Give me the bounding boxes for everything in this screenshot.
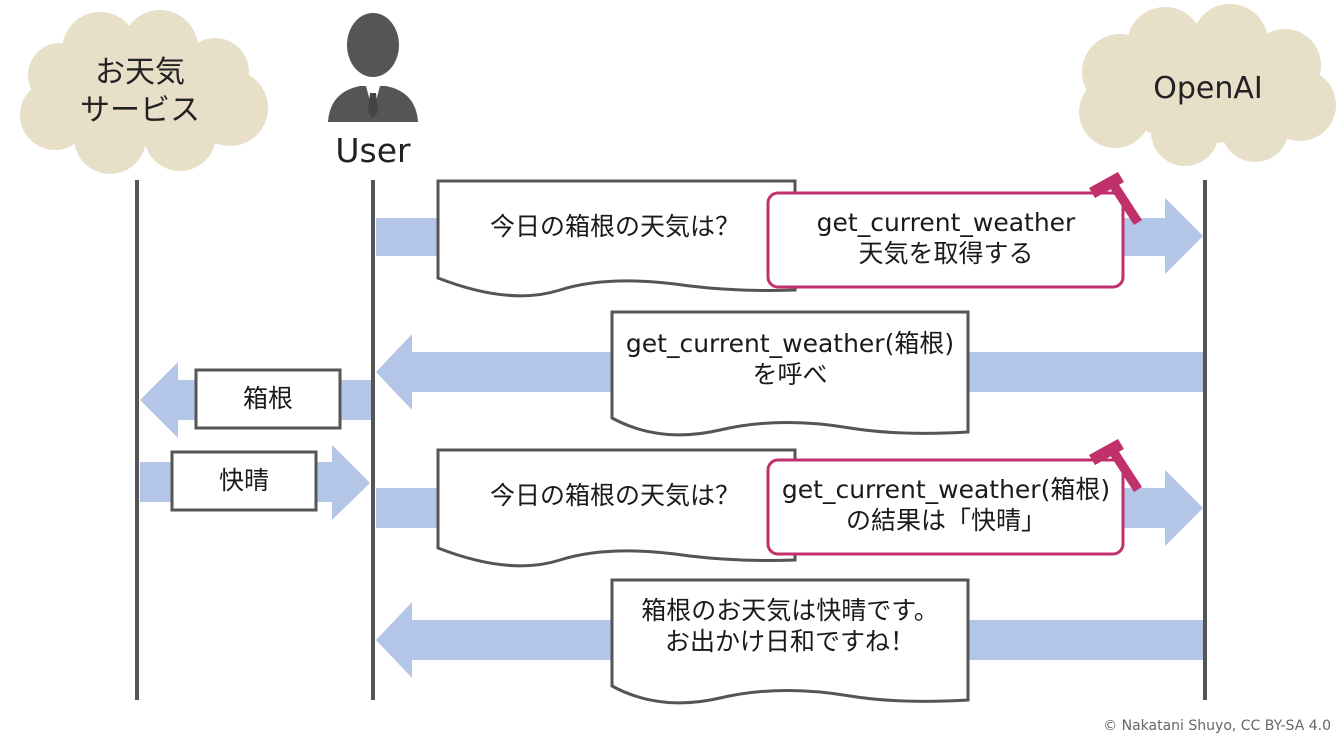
hammer-icon <box>1089 439 1142 492</box>
function-2-text: get_current_weather(箱根) の結果は「快晴」 <box>781 475 1111 536</box>
user-label: User <box>335 131 411 170</box>
user-person-icon <box>328 13 418 122</box>
function-2-box <box>766 458 1125 556</box>
call-arg-box <box>194 368 342 430</box>
question-2-document <box>436 448 797 568</box>
copyright-notice: © Nakatani Shuyo, CC BY-SA 4.0 <box>1103 718 1331 734</box>
openai-cloud <box>1079 4 1336 166</box>
function-1-text: get_current_weather 天気を取得する <box>816 208 1076 269</box>
call-result-box <box>170 450 318 512</box>
call-request-document <box>610 310 970 437</box>
call-request-text: get_current_weather(箱根) を呼べ <box>625 329 955 390</box>
question-1-text: 今日の箱根の天気は？ <box>489 212 740 241</box>
weather-service-label: お天気 サービス <box>80 55 200 128</box>
answer-text: 箱根のお天気は快晴です。 お出かけ日和ですね！ <box>641 596 939 657</box>
hammer-icon <box>1089 172 1142 225</box>
weather-service-cloud <box>20 10 268 174</box>
answer-document <box>610 578 970 705</box>
question-1-document <box>436 179 797 298</box>
call-arg-text: 箱根 <box>242 384 293 413</box>
openai-label: OpenAI <box>1153 71 1263 106</box>
question-2-text: 今日の箱根の天気は？ <box>489 481 740 510</box>
function-1-box <box>766 191 1125 289</box>
call-result-text: 快晴 <box>218 466 269 495</box>
